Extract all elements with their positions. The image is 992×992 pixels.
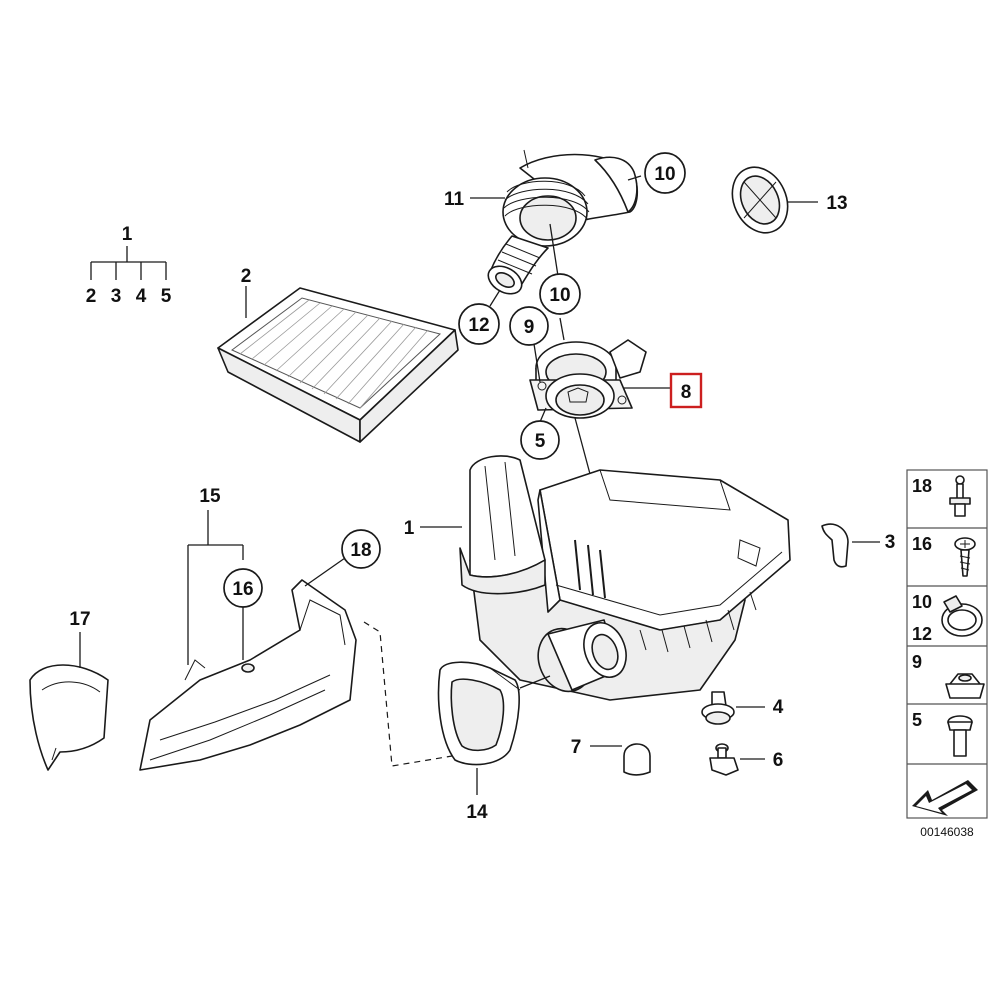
bolt-with-washer-icon bbox=[949, 475, 971, 517]
hex-nut-icon bbox=[945, 673, 985, 699]
grommet-pin: 6 bbox=[709, 743, 784, 776]
callout-1-sub-4: 4 bbox=[136, 286, 147, 307]
legend-row-10-label: 10 bbox=[912, 592, 932, 612]
callout-7-label: 7 bbox=[571, 737, 582, 758]
callout-10b-label: 10 bbox=[549, 285, 570, 306]
intake-seal: 14 bbox=[437, 661, 521, 823]
legend-row-9-label: 9 bbox=[912, 652, 922, 672]
callout-1-sub-3: 3 bbox=[111, 286, 122, 307]
callout-16-label: 16 bbox=[232, 579, 253, 600]
callout-2-label: 2 bbox=[241, 266, 252, 287]
callout-10a-label: 10 bbox=[654, 164, 675, 185]
intake-hose: 11 10 10 12 bbox=[444, 149, 686, 345]
callout-6-label: 6 bbox=[773, 750, 784, 771]
callout-11-label: 11 bbox=[444, 189, 465, 210]
callout-18-label: 18 bbox=[350, 540, 371, 561]
callout-14-label: 14 bbox=[466, 802, 488, 823]
legend-row-18-label: 18 bbox=[912, 476, 932, 496]
bolt-icon bbox=[947, 715, 973, 757]
callout-1-label: 1 bbox=[122, 224, 133, 245]
callout-13-label: 13 bbox=[826, 193, 847, 214]
air-filter-housing: 1 bbox=[404, 455, 791, 701]
callout-1-sub-5: 5 bbox=[161, 286, 172, 307]
callout-1-tree: 1 2 3 4 5 bbox=[86, 224, 172, 307]
callout-1-sub-2: 2 bbox=[86, 286, 97, 307]
callout-12-label: 12 bbox=[468, 315, 489, 336]
legend-row-16-label: 16 bbox=[912, 534, 932, 554]
clip: 3 bbox=[821, 523, 896, 568]
rubber-cap: 7 bbox=[571, 737, 651, 776]
grommet: 13 bbox=[731, 166, 848, 234]
hose-clamp-icon bbox=[941, 595, 983, 637]
callout-4-label: 4 bbox=[773, 697, 784, 718]
fastener-legend: 18 16 10 12 9 5 bbox=[906, 469, 988, 839]
callout-1b-label: 1 bbox=[404, 518, 415, 539]
callout-8-label: 8 bbox=[681, 382, 692, 403]
callout-5-label: 5 bbox=[535, 431, 546, 452]
callout-15-label: 15 bbox=[199, 486, 221, 507]
callout-9-label: 9 bbox=[524, 317, 535, 338]
legend-row-12-label: 12 bbox=[912, 624, 932, 644]
screw-icon bbox=[954, 537, 976, 577]
air-filter-element: 2 bbox=[217, 266, 459, 443]
rubber-mount: 4 bbox=[701, 691, 784, 725]
callout-3-label: 3 bbox=[885, 532, 896, 553]
intake-duct: 15 16 18 bbox=[139, 486, 453, 771]
heat-shield: 17 bbox=[29, 609, 109, 771]
callout-8-highlight-box bbox=[669, 372, 703, 409]
legend-row-5-label: 5 bbox=[912, 710, 922, 730]
arrow-icon bbox=[912, 780, 978, 816]
reference-number: 00146038 bbox=[920, 825, 974, 839]
air-mass-meter: 9 8 5 bbox=[509, 306, 703, 475]
callout-17-label: 17 bbox=[69, 609, 90, 630]
